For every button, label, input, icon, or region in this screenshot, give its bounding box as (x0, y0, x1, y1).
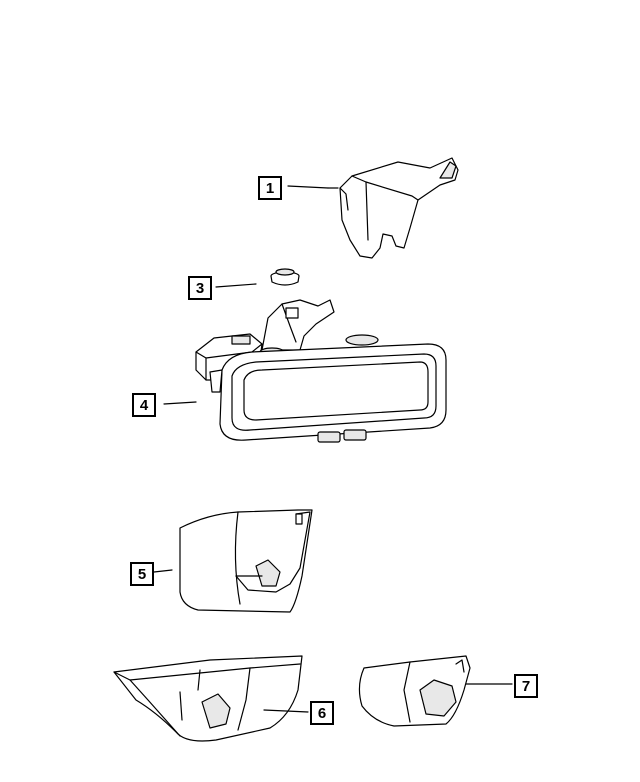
mirror-stem-cover-upper[interactable] (288, 158, 458, 258)
rearview-mirror[interactable] (164, 300, 446, 442)
mirror-cover-rear[interactable] (154, 510, 312, 612)
callout-7[interactable]: 7 (514, 674, 538, 698)
callout-3[interactable]: 3 (188, 276, 212, 300)
callout-4[interactable]: 4 (132, 393, 156, 417)
mount-button[interactable] (216, 269, 299, 287)
mirror-cover-lower-left[interactable] (114, 656, 308, 741)
mirror-cover-lower-right[interactable] (359, 656, 512, 726)
callout-5[interactable]: 5 (130, 562, 154, 586)
callout-6[interactable]: 6 (310, 701, 334, 725)
callout-1[interactable]: 1 (258, 176, 282, 200)
